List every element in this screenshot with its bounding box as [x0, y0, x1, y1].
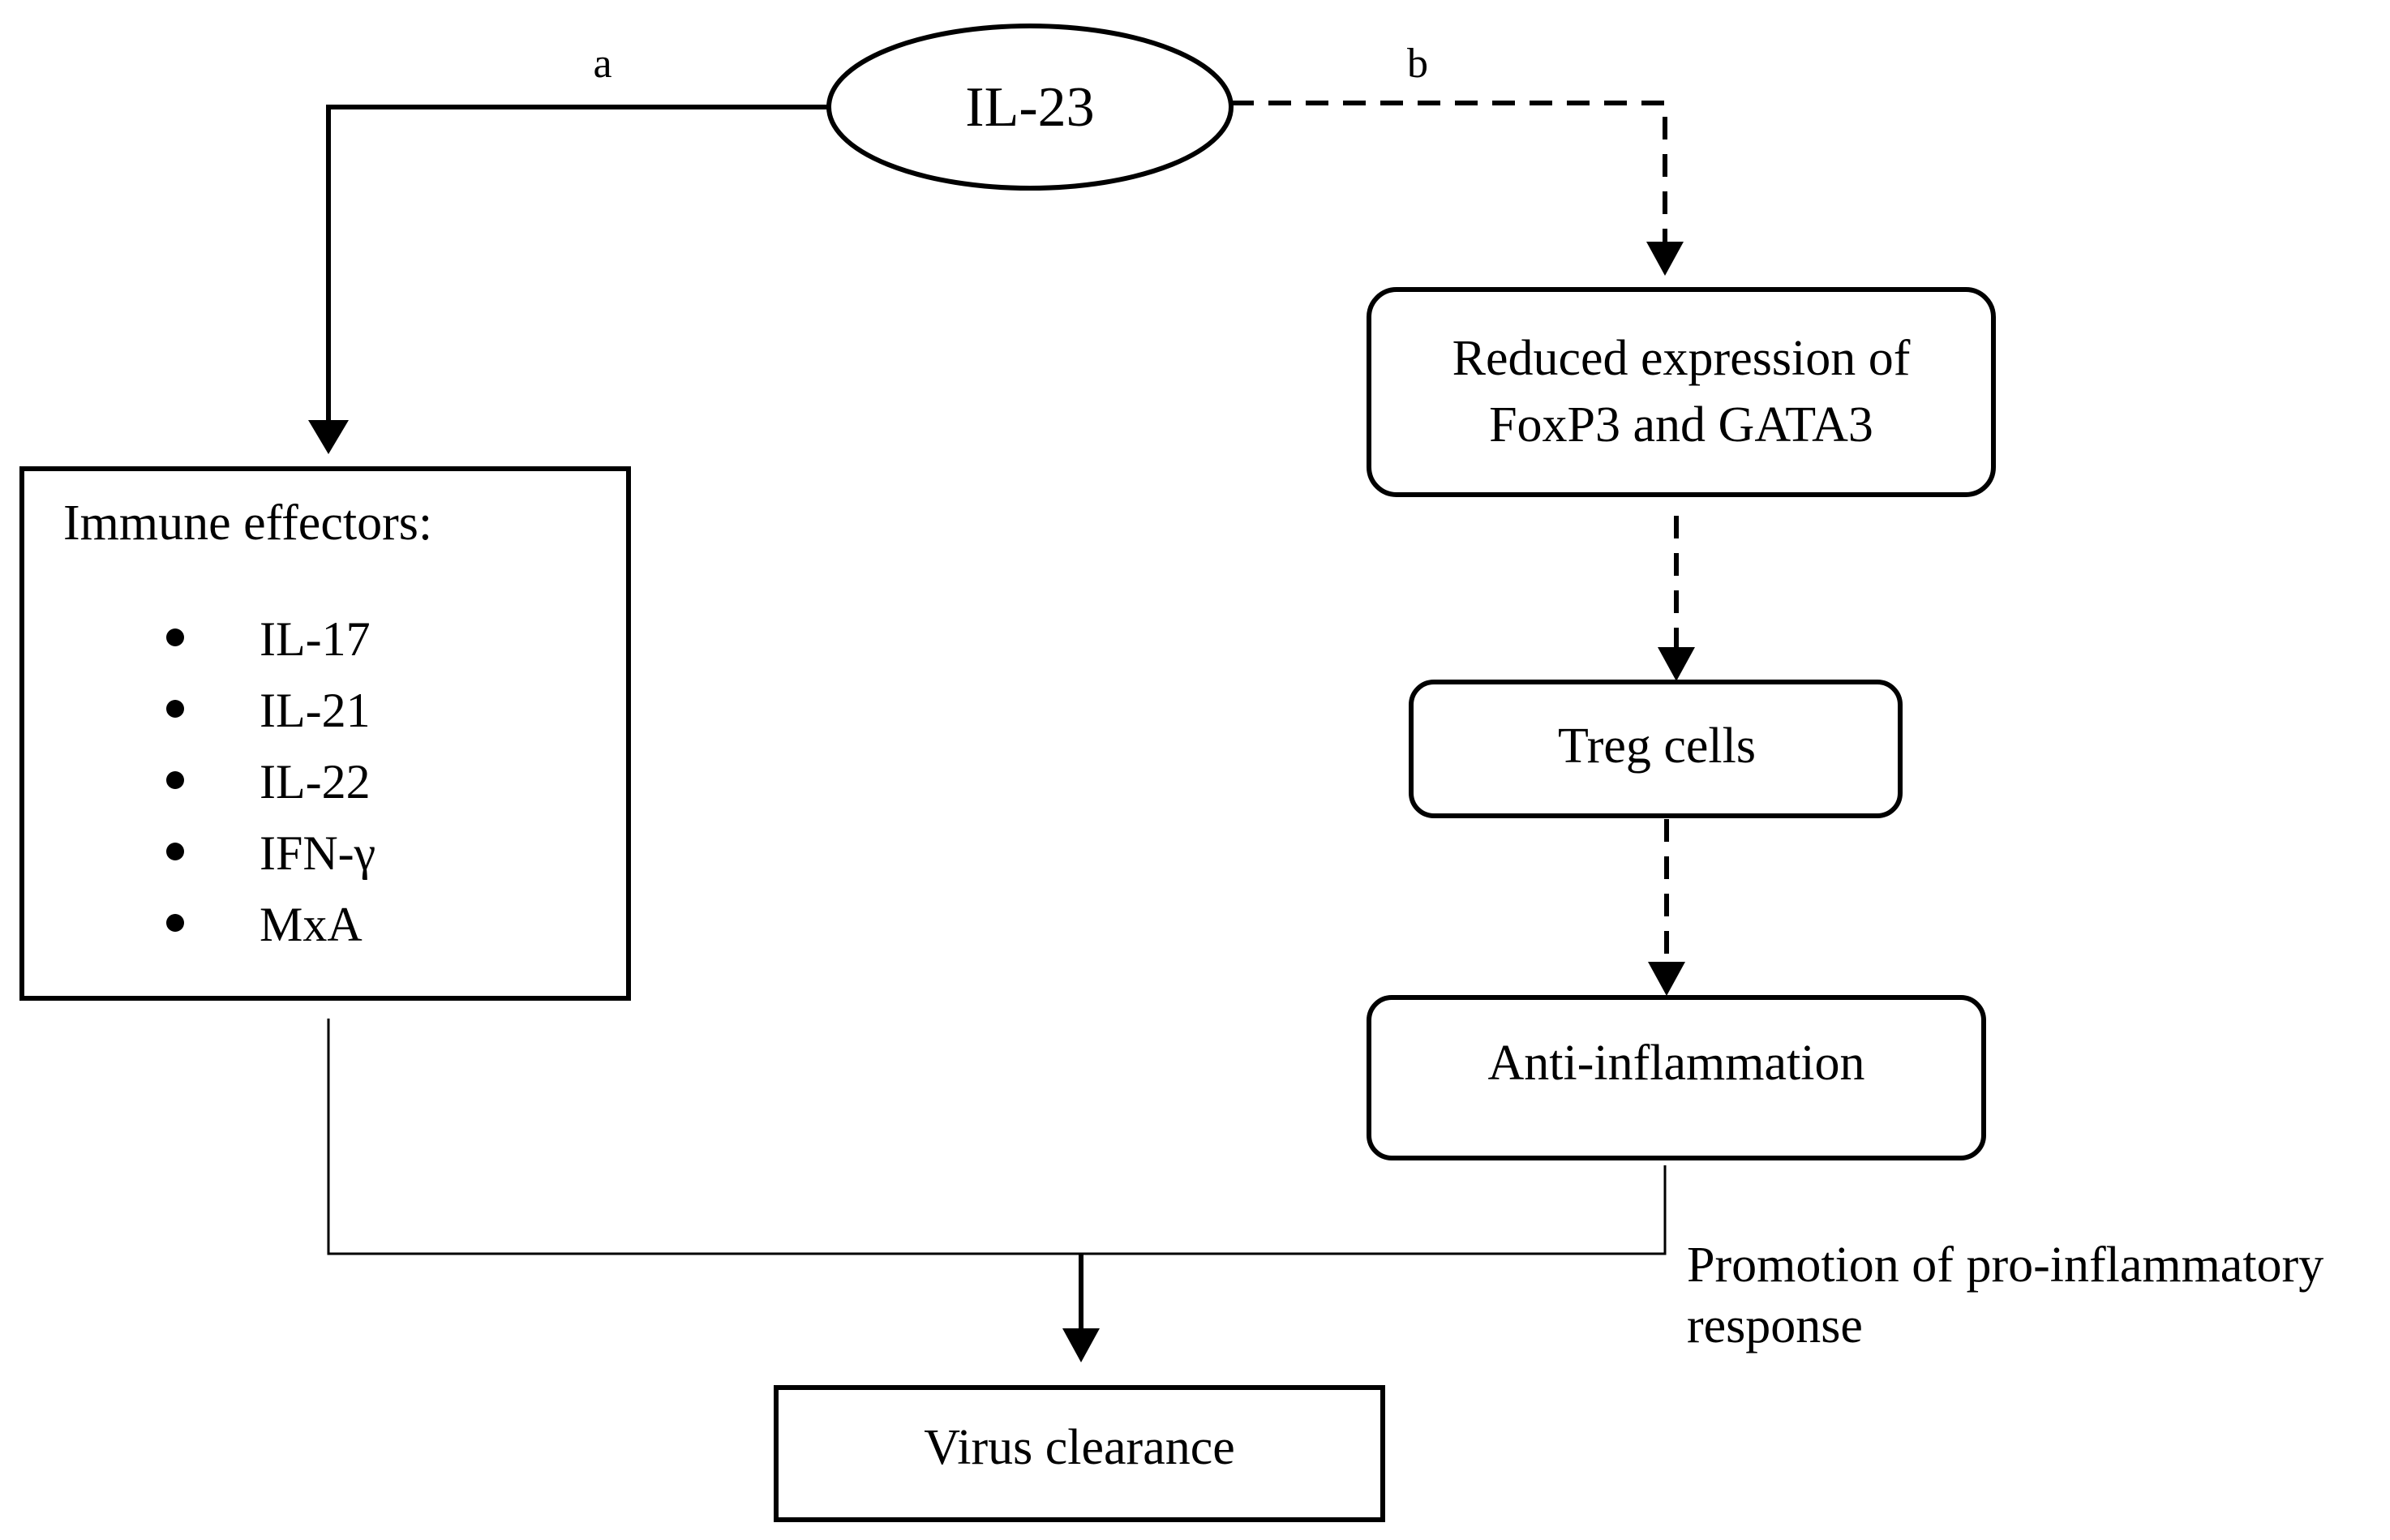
effectors-list: IL-17 IL-21 IL-22 IFN-γ MxA: [166, 612, 375, 951]
anti-inflammation-label: Anti-inflammation: [1488, 1036, 1865, 1091]
merge-to-outcome-arrowhead: [1062, 1328, 1100, 1362]
merge-annotation-line2: response: [1687, 1298, 1863, 1353]
virus-clearance-box: [774, 1385, 1385, 1522]
pathway-a-label: a: [593, 41, 611, 87]
bullet-icon: [166, 771, 184, 789]
il23-label: IL-23: [965, 76, 1094, 139]
effector-item: IL-22: [260, 755, 371, 809]
foxp3-gata3-box: [1367, 287, 1996, 497]
immune-effectors-box: [19, 466, 631, 1001]
virus-clearance-label: Virus clearance: [924, 1420, 1235, 1475]
pathway-b-connector: [1231, 101, 1667, 243]
effector-item: MxA: [260, 898, 363, 951]
bullet-icon: [166, 628, 184, 646]
foxp3-gata3-line2: FoxP3 and GATA3: [1489, 397, 1873, 453]
immune-effectors-title: Immune effectors:: [63, 495, 432, 551]
effector-item: IL-17: [260, 612, 371, 666]
bullet-icon: [166, 914, 184, 932]
merge-annotation-line1: Promotion of pro-inflammatory: [1687, 1238, 2323, 1293]
foxp3-gata3-line1: Reduced expression of: [1452, 331, 1911, 386]
merge-connector: [327, 1019, 1667, 1255]
pathway-a-arrowhead: [308, 420, 349, 454]
effector-item: IFN-γ: [260, 826, 375, 880]
treg-cells-label: Treg cells: [1558, 719, 1756, 774]
bullet-icon: [166, 843, 184, 860]
anti-inflammation-box: [1367, 995, 1986, 1160]
pathway-a-connector: [326, 105, 829, 422]
pathway-b-arrowhead: [1646, 242, 1684, 276]
effector-item: IL-21: [260, 684, 371, 737]
foxp3-to-treg-arrowhead: [1658, 647, 1695, 681]
pathway-b-label: b: [1407, 41, 1428, 87]
treg-to-anti-inflammation-arrowhead: [1648, 962, 1685, 996]
bullet-icon: [166, 700, 184, 718]
treg-cells-box: [1409, 680, 1903, 818]
